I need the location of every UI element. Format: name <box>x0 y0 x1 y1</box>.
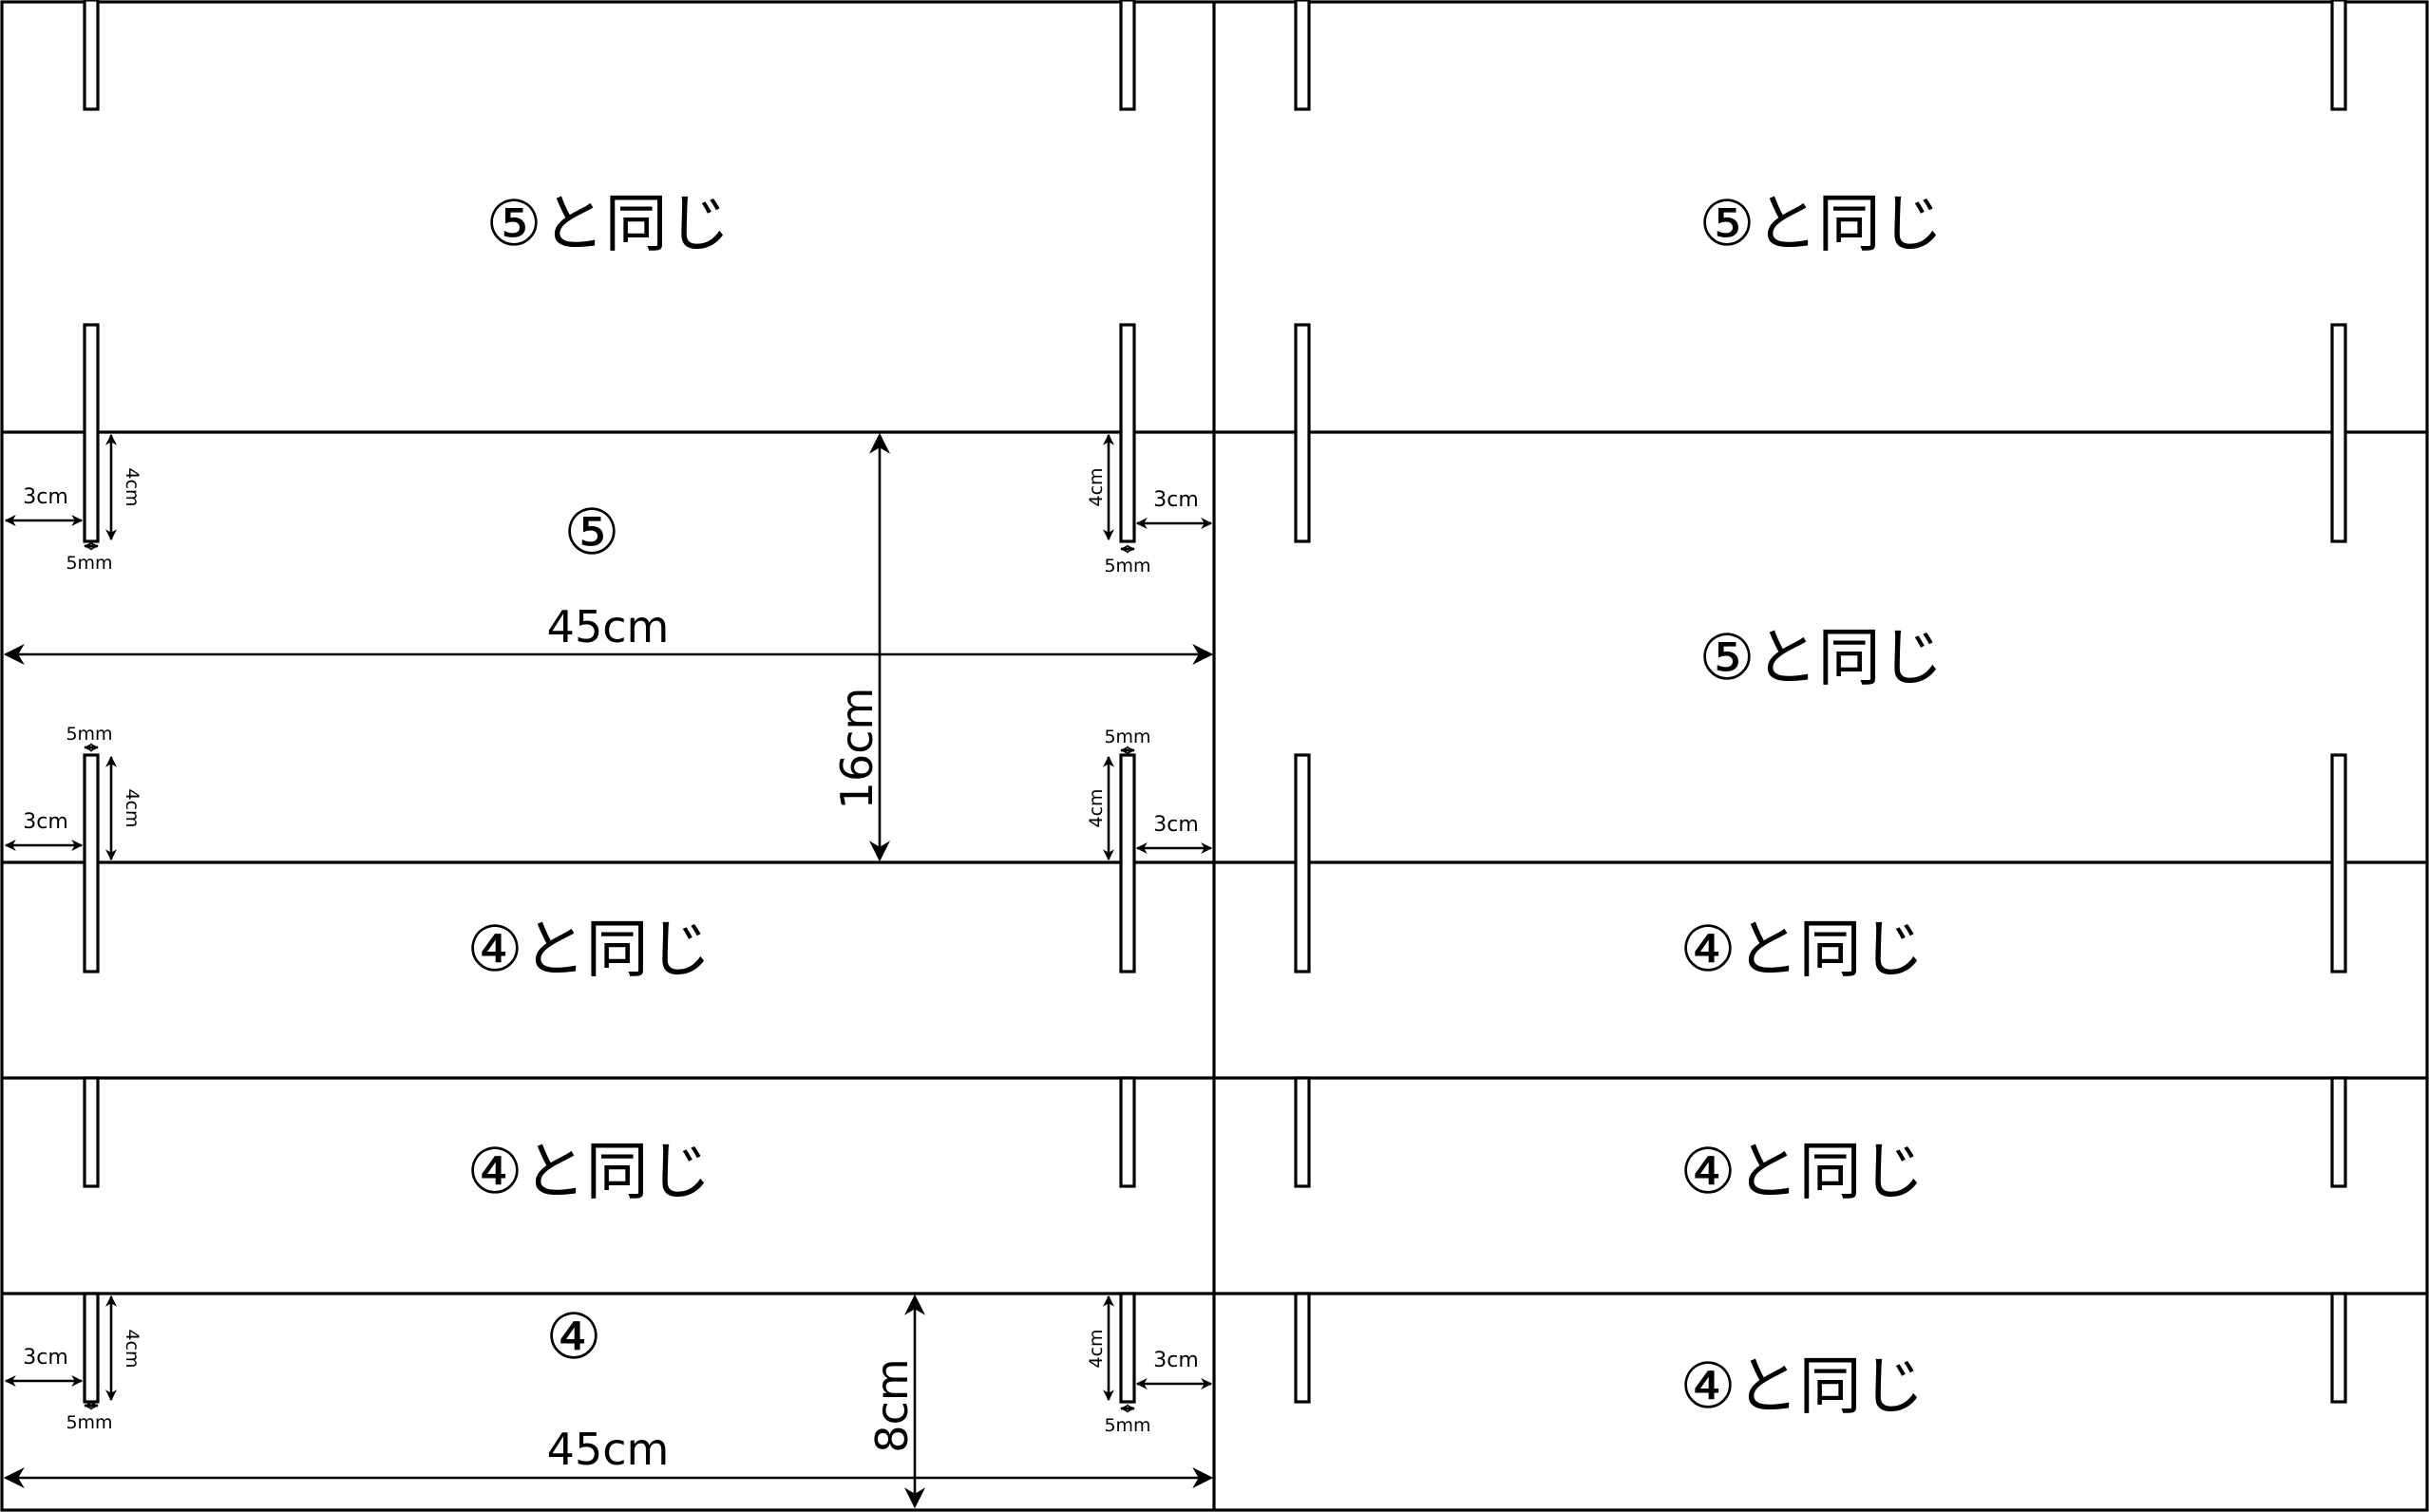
slot <box>1119 323 1136 543</box>
slot <box>2330 1076 2347 1188</box>
slots <box>83 0 2347 1404</box>
slot <box>83 323 100 543</box>
label-same-as-4: ④と同じ <box>1679 1135 1924 1208</box>
dim-label-45cm: 45cm <box>547 601 670 652</box>
dim-label-4cm: 4cm <box>122 788 142 827</box>
slot <box>83 1292 100 1404</box>
label-same-as-4: ④と同じ <box>466 913 711 986</box>
dim-label-5mm: 5mm <box>1104 1415 1150 1436</box>
dim-label-3cm: 3cm <box>23 1346 68 1370</box>
dim-label-4cm: 4cm <box>1086 1329 1107 1368</box>
dimension-lines <box>3 432 1214 1509</box>
dim-label-3cm: 3cm <box>23 810 68 834</box>
slot <box>2330 0 2347 111</box>
slot <box>1294 1292 1311 1404</box>
dim-label-5mm: 5mm <box>66 1412 112 1433</box>
panel-labels: ⑤と同じ ⑤と同じ ⑤と同じ ④と同じ ④と同じ ④と同じ ④と同じ ④と同じ … <box>466 187 1943 1423</box>
slot <box>1294 0 1311 111</box>
dimension-labels: 45cm 45cm 16cm 8cm 3cm 3cm 3cm 3cm 3cm 3… <box>23 467 1199 1475</box>
dim-label-5mm: 5mm <box>1104 556 1150 576</box>
dim-label-5mm: 5mm <box>1104 727 1150 747</box>
label-same-as-4: ④と同じ <box>1679 913 1924 986</box>
dim-label-3cm: 3cm <box>1153 813 1199 837</box>
slot <box>1119 1292 1136 1404</box>
dim-label-45cm: 45cm <box>547 1424 670 1475</box>
slot <box>1119 753 1136 973</box>
slot <box>1294 323 1311 543</box>
slot <box>1294 753 1311 973</box>
slot <box>83 0 100 111</box>
dim-label-4cm: 4cm <box>1086 788 1107 827</box>
slot <box>2330 753 2347 973</box>
label-part-5: ⑤ <box>563 496 619 569</box>
dim-label-16cm: 16cm <box>831 688 882 810</box>
label-same-as-4: ④と同じ <box>466 1135 711 1208</box>
dim-label-5mm: 5mm <box>66 724 112 745</box>
dim-label-4cm: 4cm <box>122 1329 142 1368</box>
label-part-4: ④ <box>545 1300 601 1373</box>
slot <box>1294 1076 1311 1188</box>
dim-label-3cm: 3cm <box>1153 488 1199 512</box>
slot <box>1119 1076 1136 1188</box>
slot <box>2330 323 2347 543</box>
dim-label-8cm: 8cm <box>866 1358 918 1452</box>
slot <box>2330 1292 2347 1404</box>
label-same-as-5: ⑤と同じ <box>1698 621 1943 694</box>
label-same-as-5: ⑤と同じ <box>1698 187 1943 260</box>
slot <box>1119 0 1136 111</box>
dim-label-4cm: 4cm <box>1086 467 1107 506</box>
dim-label-5mm: 5mm <box>66 553 112 574</box>
slot <box>83 1076 100 1188</box>
dim-label-3cm: 3cm <box>23 485 68 509</box>
dim-label-4cm: 4cm <box>122 467 142 506</box>
dim-label-3cm: 3cm <box>1153 1349 1199 1372</box>
slot <box>83 753 100 973</box>
label-same-as-4: ④と同じ <box>1679 1350 1924 1423</box>
label-same-as-5: ⑤と同じ <box>485 187 730 260</box>
